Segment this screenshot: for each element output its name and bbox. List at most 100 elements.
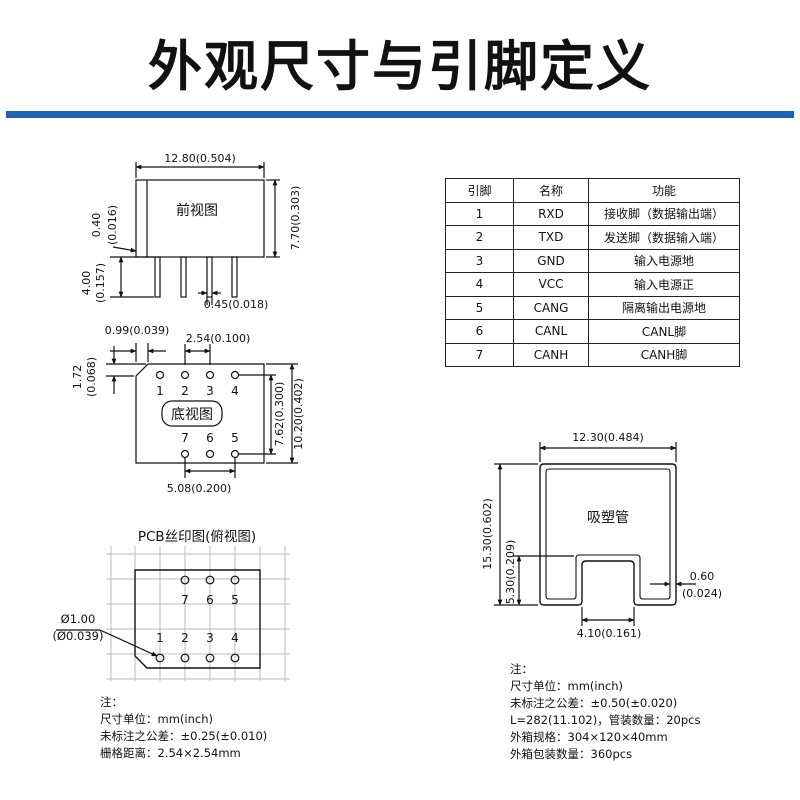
- table-cell: CANH脚: [588, 342, 740, 367]
- body-width-dim: 10.20(0.402): [292, 378, 305, 450]
- standoff-dim-inch: (0.016): [106, 205, 119, 245]
- bottom-pin-number: 6: [206, 431, 214, 445]
- pin-width-dim: 0.45(0.018): [204, 298, 269, 311]
- table-cell: 输入电源地: [588, 248, 740, 273]
- pcb-pad: [205, 575, 215, 585]
- table-cell: 5: [445, 295, 514, 320]
- pcb-pin-number: 7: [181, 593, 189, 607]
- table-header-row: 引脚 名称 功能: [445, 178, 740, 203]
- bottom-pin-number: 7: [181, 431, 189, 445]
- pitch-dim: 2.54(0.100): [186, 332, 251, 345]
- bottom-view-label-box: [161, 400, 223, 427]
- row-spacing-dim: 7.62(0.300): [273, 382, 286, 447]
- tube-inner: [545, 468, 671, 600]
- pcb-pad: [155, 653, 165, 663]
- slot-depth-dim: 5.30(0.209): [504, 540, 517, 605]
- front-view-pin: [231, 256, 238, 298]
- pcb-pad: [230, 653, 240, 663]
- front-height-dim: 7.70(0.303): [289, 186, 302, 251]
- hole-leader-line: [99, 629, 158, 657]
- notes-left: 注： 尺寸单位：mm(inch) 未标注之公差：±0.25(±0.010) 栅格…: [100, 694, 267, 762]
- note-line: 栅格距离：2.54×2.54mm: [100, 746, 241, 760]
- bottom-view-hole: [205, 370, 215, 380]
- table-header-cell: 引脚: [445, 178, 514, 203]
- table-cell: 2: [445, 225, 514, 250]
- table-cell: 7: [445, 342, 514, 367]
- bottom-view-label: 底视图: [171, 407, 213, 423]
- table-row: 2 TXD 发送脚（数据输入端）: [445, 225, 740, 250]
- table-row: 5 CANG 隔离输出电源地: [445, 295, 740, 320]
- pcb-pad: [205, 653, 215, 663]
- standoff-dim: 0.40: [90, 213, 103, 238]
- page-title: 外观尺寸与引脚定义: [148, 35, 652, 98]
- wall-dim-inch: (0.024): [682, 587, 722, 600]
- bottom-pin-number: 1: [156, 384, 164, 398]
- note-line: L=282(11.102)，管装数量：20pcs: [510, 713, 701, 727]
- pcb-pin-number: 2: [181, 631, 189, 645]
- bottom-view-hole: [230, 370, 240, 380]
- bottom-view-hole: [180, 370, 190, 380]
- bottom-view-hole: [155, 370, 165, 380]
- note-line: 注：: [100, 695, 123, 709]
- corner-dim: 1.72: [71, 365, 84, 390]
- table-cell: GND: [513, 248, 589, 273]
- table-cell: VCC: [513, 272, 589, 297]
- note-line: 注：: [510, 662, 533, 676]
- table-cell: 4: [445, 272, 514, 297]
- table-cell: CANL: [513, 319, 589, 344]
- bottom-pin-number: 4: [231, 384, 239, 398]
- title-underline: [6, 111, 794, 118]
- bottom-pin-number: 3: [206, 384, 214, 398]
- note-line: 尺寸单位：mm(inch): [510, 679, 623, 693]
- note-line: 未标注之公差：±0.25(±0.010): [100, 729, 268, 743]
- pcb-outline: [134, 569, 261, 669]
- pcb-view-drawing: [56, 546, 290, 681]
- front-view-label: 前视图: [176, 202, 218, 219]
- bottom-view-hole: [230, 449, 240, 459]
- front-width-dim: 12.80(0.504): [164, 152, 236, 165]
- note-line: 外箱规格：304×120×40mm: [510, 730, 668, 744]
- table-header-cell: 名称: [513, 178, 589, 203]
- table-cell: CANL脚: [588, 319, 740, 344]
- bottom-pin-number: 2: [181, 384, 189, 398]
- front-view-pin: [154, 256, 161, 298]
- pcb-grid: [106, 546, 290, 681]
- bottom-view-hole: [205, 449, 215, 459]
- pin-definition-table: 引脚 名称 功能 1 RXD 接收脚（数据输出端） 2 TXD 发送脚（数据输入…: [445, 178, 740, 367]
- front-view-drawing: [110, 162, 280, 305]
- table-cell: 发送脚（数据输入端）: [588, 225, 740, 250]
- note-line: 外箱包装数量：360pcs: [510, 747, 633, 761]
- table-cell: TXD: [513, 225, 589, 250]
- hole-dim-inch: (Ø0.039): [53, 629, 104, 643]
- bottom-pin-number: 5: [231, 431, 239, 445]
- table-cell: RXD: [513, 201, 589, 226]
- table-row: 6 CANL CANL脚: [445, 319, 740, 344]
- table-cell: 1: [445, 201, 514, 226]
- bottom-view-body: [135, 363, 265, 464]
- tube-height-dim: 15.30(0.602): [481, 498, 494, 570]
- edge-offset-dim: 0.99(0.039): [105, 324, 170, 337]
- table-cell: 隔离输出电源地: [588, 295, 740, 320]
- front-view-pin: [206, 256, 213, 298]
- note-line: 未标注之公差：±0.50(±0.020): [510, 696, 678, 710]
- table-row: 3 GND 输入电源地: [445, 248, 740, 273]
- tube-drawing: [494, 442, 696, 626]
- table-header-cell: 功能: [588, 178, 740, 203]
- front-view-body: [135, 179, 265, 258]
- tube-width-dim: 12.30(0.484): [572, 431, 644, 444]
- bottom-view-hole: [180, 449, 190, 459]
- pcb-pad: [180, 653, 190, 663]
- pcb-view-label: PCB丝印图(俯视图): [138, 529, 256, 545]
- table-row: 7 CANH CANH脚: [445, 342, 740, 367]
- pcb-pin-number: 4: [231, 631, 239, 645]
- pin-length-dim: 4.00: [80, 271, 93, 296]
- front-view-pin: [180, 256, 187, 298]
- table-row: 1 RXD 接收脚（数据输出端）: [445, 201, 740, 226]
- bottom-view-drawing: [106, 343, 298, 478]
- corner-dim-inch: (0.068): [85, 357, 98, 397]
- notes-right: 注： 尺寸单位：mm(inch) 未标注之公差：±0.50(±0.020) L=…: [510, 661, 700, 763]
- pcb-pin-number: 5: [231, 593, 239, 607]
- span-dim: 5.08(0.200): [167, 482, 232, 495]
- tube-outer: [539, 463, 677, 606]
